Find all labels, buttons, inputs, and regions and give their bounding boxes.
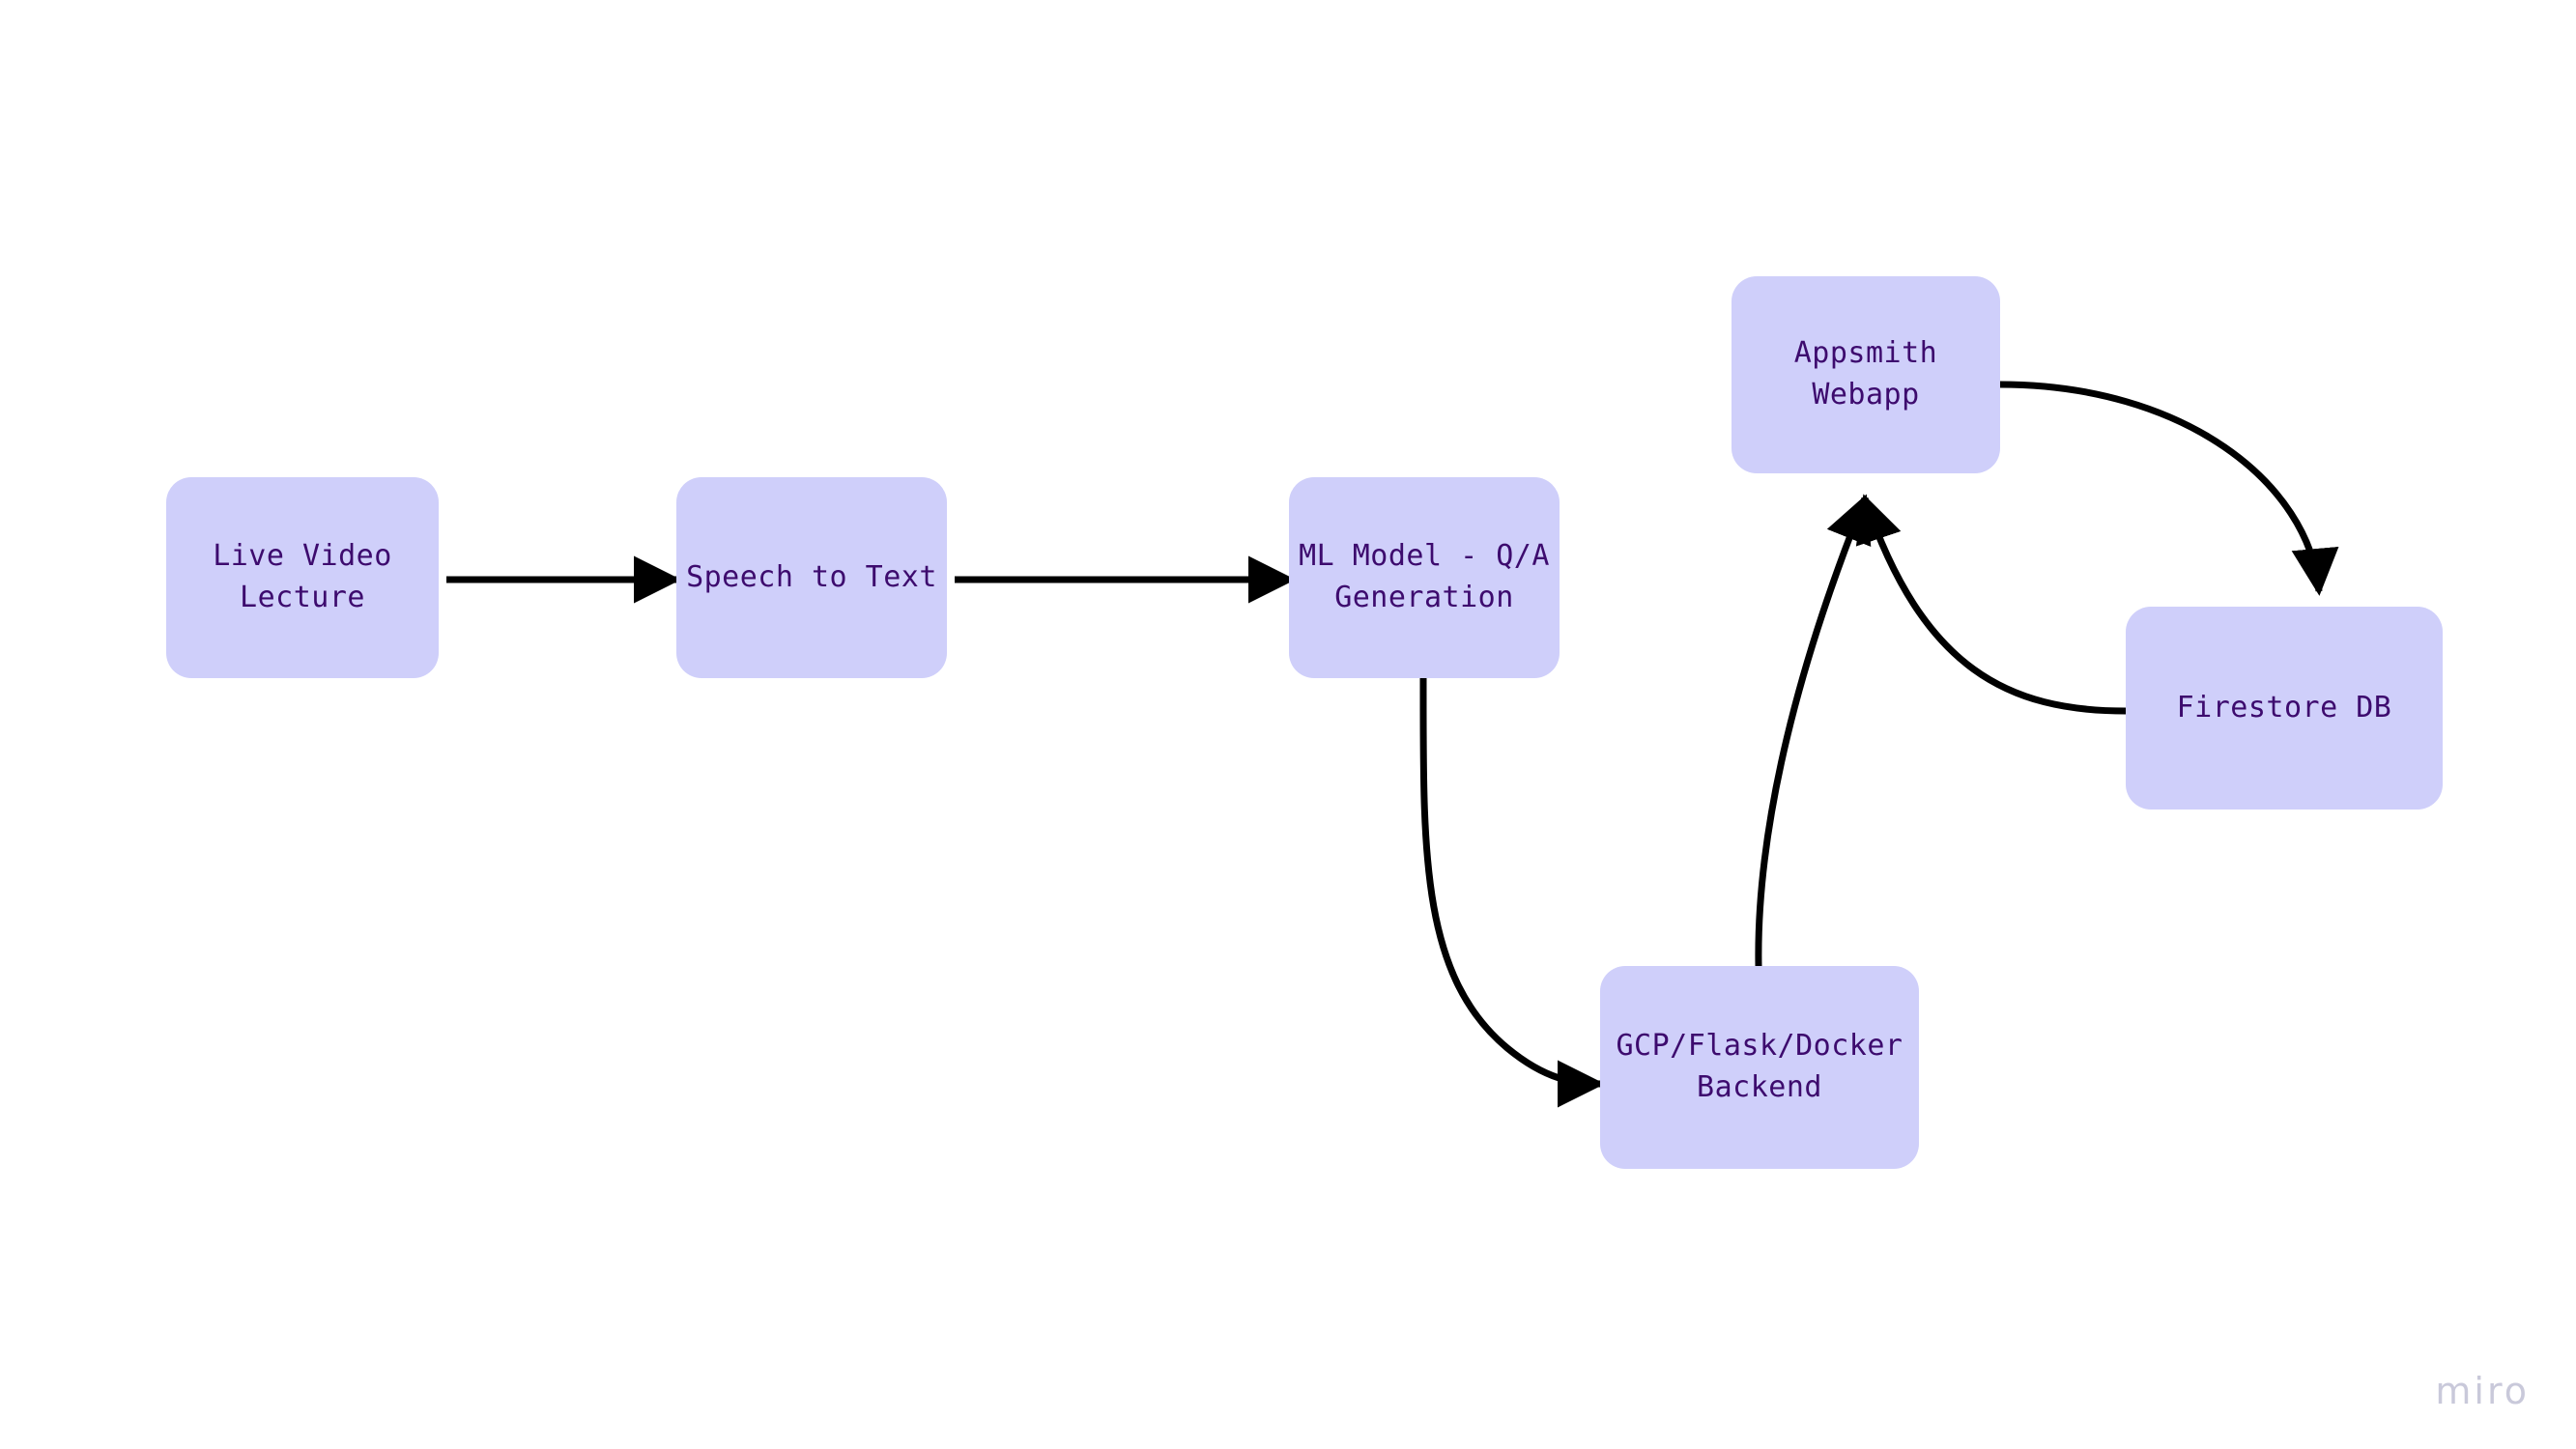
node-ml-model-qa-generation[interactable]: ML Model - Q/A Generation <box>1289 477 1560 678</box>
miro-watermark: miro <box>2435 1370 2530 1412</box>
node-live-video-lecture[interactable]: Live Video Lecture <box>166 477 439 678</box>
edge-backend-to-webapp <box>1755 494 1872 967</box>
node-firestore-db[interactable]: Firestore DB <box>2126 607 2443 810</box>
edge-firestore-to-webapp <box>1855 494 2127 715</box>
edge-webapp-to-firestore <box>1999 381 2339 596</box>
node-appsmith-webapp[interactable]: Appsmith Webapp <box>1732 276 2000 473</box>
edge-mlmodel-to-backend <box>1419 677 1605 1108</box>
node-gcp-flask-docker-backend[interactable]: GCP/Flask/Docker Backend <box>1600 966 1919 1169</box>
node-speech-to-text[interactable]: Speech to Text <box>676 477 947 678</box>
